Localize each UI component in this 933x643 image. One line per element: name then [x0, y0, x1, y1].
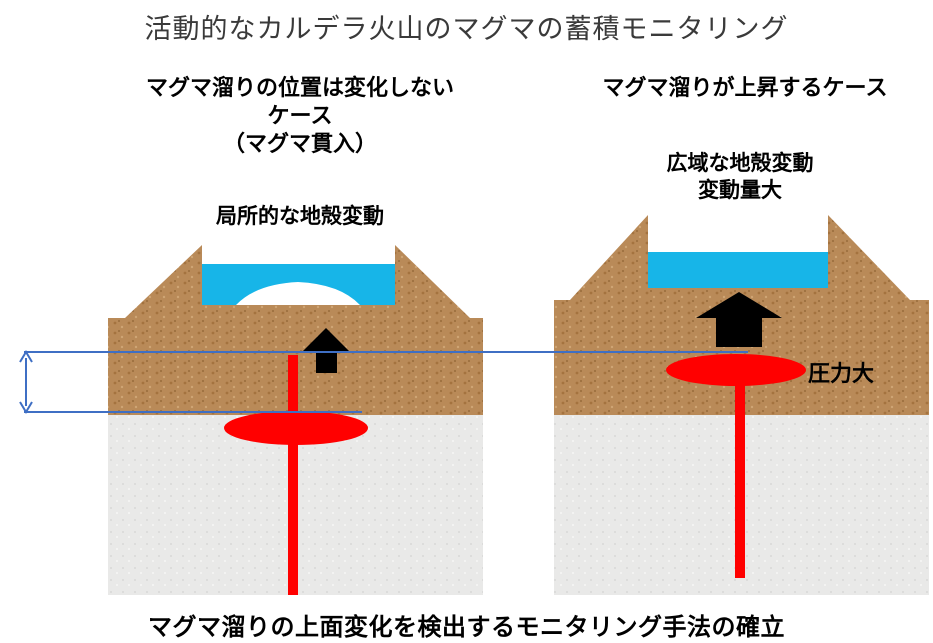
- left-case-heading: マグマ溜りの位置は変化しない ケース （マグマ貫入）: [95, 75, 505, 159]
- conclusion-text: マグマ溜りの上面変化を検出するモニタリング手法の確立: [148, 613, 785, 641]
- figure-title: 活動的なカルデラ火山のマグマの蓄積モニタリング: [144, 14, 789, 45]
- right-cross-section: [554, 215, 929, 595]
- depth-arrow-head-up: [19, 350, 33, 363]
- left-caldera-lake: [202, 264, 395, 305]
- right-magma-chamber: [666, 354, 806, 386]
- wide-deformation-line-2: 変動量大: [698, 178, 782, 202]
- left-heading-line-3: （マグマ貫入）: [222, 132, 377, 157]
- right-case-heading: マグマ溜りが上昇するケース: [602, 76, 888, 101]
- left-heading-line-2: ケース: [267, 104, 333, 129]
- local-deformation-label: 局所的な地殻変動: [216, 204, 384, 228]
- depth-guide: [19, 350, 748, 414]
- wide-deformation-label: 広域な地殻変動 変動量大: [620, 150, 860, 204]
- right-caldera-lake: [648, 252, 828, 288]
- right-uplift-arrow: [696, 292, 782, 347]
- depth-arrow-head-down: [19, 401, 33, 414]
- left-uplift-arrow: [302, 328, 350, 373]
- left-heading-line-1: マグマ溜りの位置は変化しない: [145, 76, 454, 101]
- left-magma-conduit: [288, 355, 298, 595]
- left-crust: [108, 245, 483, 415]
- left-magma-chamber: [224, 411, 368, 445]
- pressure-label: 圧力大: [808, 362, 875, 387]
- right-magma-conduit: [735, 360, 745, 578]
- wide-deformation-line-1: 広域な地殻変動: [666, 151, 814, 175]
- left-cross-section: [108, 245, 483, 595]
